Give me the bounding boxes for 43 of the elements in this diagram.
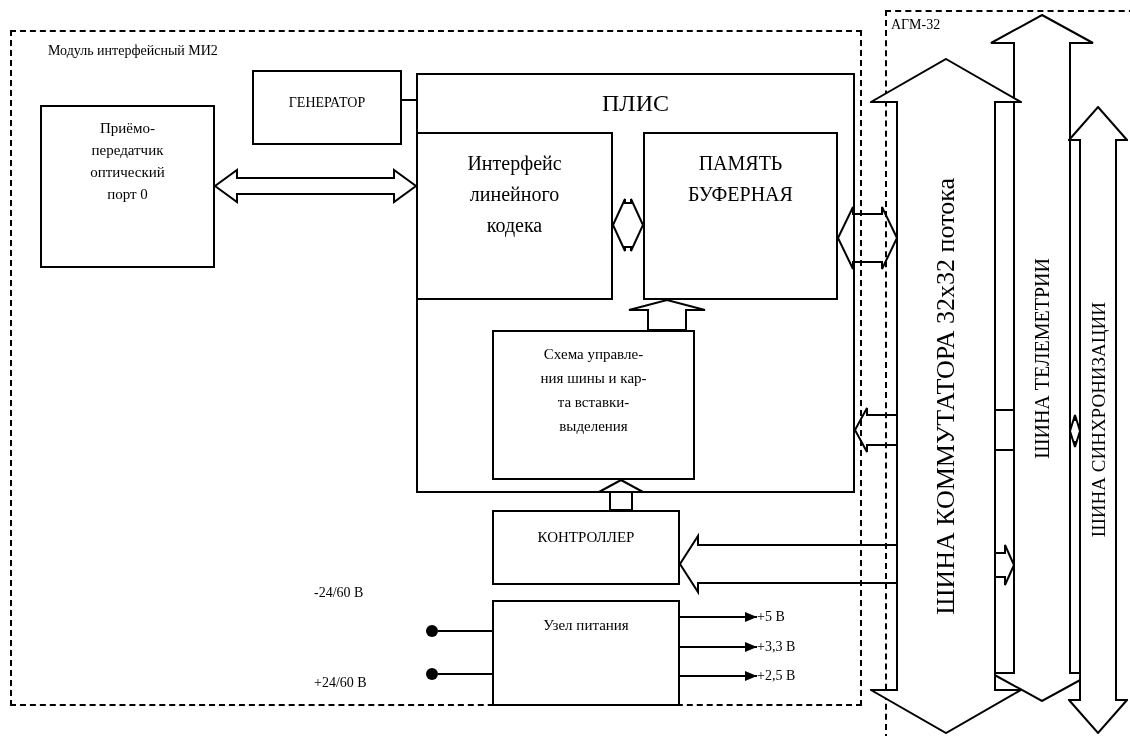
block-arrow [611, 198, 645, 252]
block-arrow [628, 298, 706, 331]
connector-line [401, 99, 417, 101]
arrow [679, 642, 758, 652]
voltage-label: -24/60 В [314, 584, 364, 602]
bus-bar [990, 14, 1094, 702]
block-arrow [213, 168, 418, 204]
box-label: Приёмо-передатчик оптический порт 0 [89, 119, 166, 204]
module-frame [10, 30, 862, 706]
voltage-label: +3,3 В [757, 638, 813, 656]
voltage-label: +2,5 В [757, 667, 813, 685]
block-arrow [678, 532, 898, 596]
voltage-label: +5 В [757, 608, 807, 626]
process-box [40, 105, 215, 268]
box-label: КОНТРОЛЛЕР [537, 528, 635, 547]
process-box [416, 73, 855, 493]
frame-label: Модуль интерфейсный МИ2 [48, 42, 219, 60]
block-arrow [598, 478, 644, 511]
box-label: Схема управле- ния шины и кар- та вставки- выделения [539, 345, 648, 436]
bus-label: ШИНА КОММУТАТОРА 32х32 потока [933, 177, 959, 615]
box-label: Интерфейс линейного кодека [466, 151, 563, 239]
process-box [416, 132, 613, 300]
frame-label: АГМ-32 [891, 16, 942, 34]
bus-bar [1068, 106, 1128, 734]
bus-label: ШИНА СИНХРОНИЗАЦИИ [1088, 302, 1108, 538]
voltage-label: +24/60 В [314, 674, 367, 692]
process-box [252, 70, 402, 145]
process-box [492, 510, 680, 585]
box-label: ПАМЯТЬ БУФЕРНАЯ [687, 151, 794, 207]
box-label: ПЛИС [602, 89, 669, 118]
box-label: Узел питания [543, 616, 629, 635]
block-arrow [836, 206, 899, 270]
box-label: ГЕНЕРАТОР [288, 94, 366, 112]
bus-label: ШИНА ТЕЛЕМЕТРИИ [1032, 257, 1052, 459]
process-box [492, 330, 695, 480]
connector-line [437, 630, 493, 632]
process-box [643, 132, 838, 300]
connector-line [437, 673, 493, 675]
rack-frame [885, 10, 1130, 736]
arrow [679, 671, 758, 681]
arrow [679, 612, 758, 622]
process-box [492, 600, 680, 706]
bus-bar [870, 58, 1022, 734]
